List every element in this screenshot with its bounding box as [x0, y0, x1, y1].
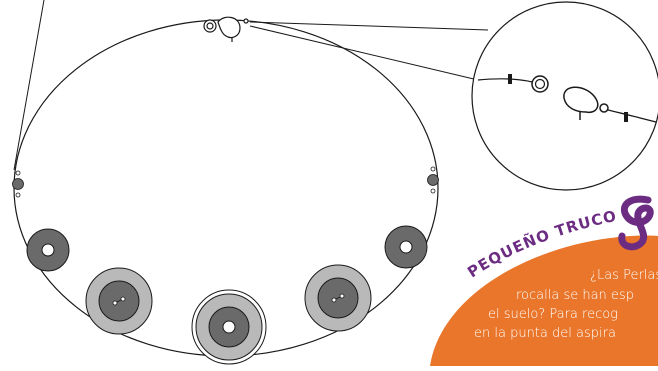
side-bead-left — [12, 178, 24, 190]
pointer-line-left — [13, 0, 45, 171]
crimp-right-top — [430, 166, 436, 172]
disc-bead-center — [191, 289, 267, 365]
clasp-icon — [203, 16, 249, 42]
side-bead-right — [427, 174, 439, 186]
crimp-left-top — [15, 170, 21, 176]
pointer-line-zoom — [249, 21, 489, 31]
tip-background — [430, 235, 658, 366]
disc-bead-left-large — [85, 267, 153, 335]
crimp-left-bottom — [15, 192, 21, 198]
disc-bead-right-large — [304, 264, 372, 332]
crimp-right-bottom — [430, 188, 436, 194]
tip-line-4: en la punta del aspira — [474, 326, 616, 341]
tip-line-2: rocalla se han esp — [516, 288, 634, 303]
disc-bead-right-small — [384, 225, 428, 269]
tip-line-3: el suelo? Para recog — [488, 307, 618, 322]
pointer-line-zoom-2 — [249, 25, 479, 81]
zoom-detail — [471, 1, 658, 191]
curly-ampersand-icon — [618, 195, 654, 251]
tip-line-1: ¿Las Perlas — [590, 268, 658, 283]
disc-bead-left-small — [26, 228, 70, 272]
